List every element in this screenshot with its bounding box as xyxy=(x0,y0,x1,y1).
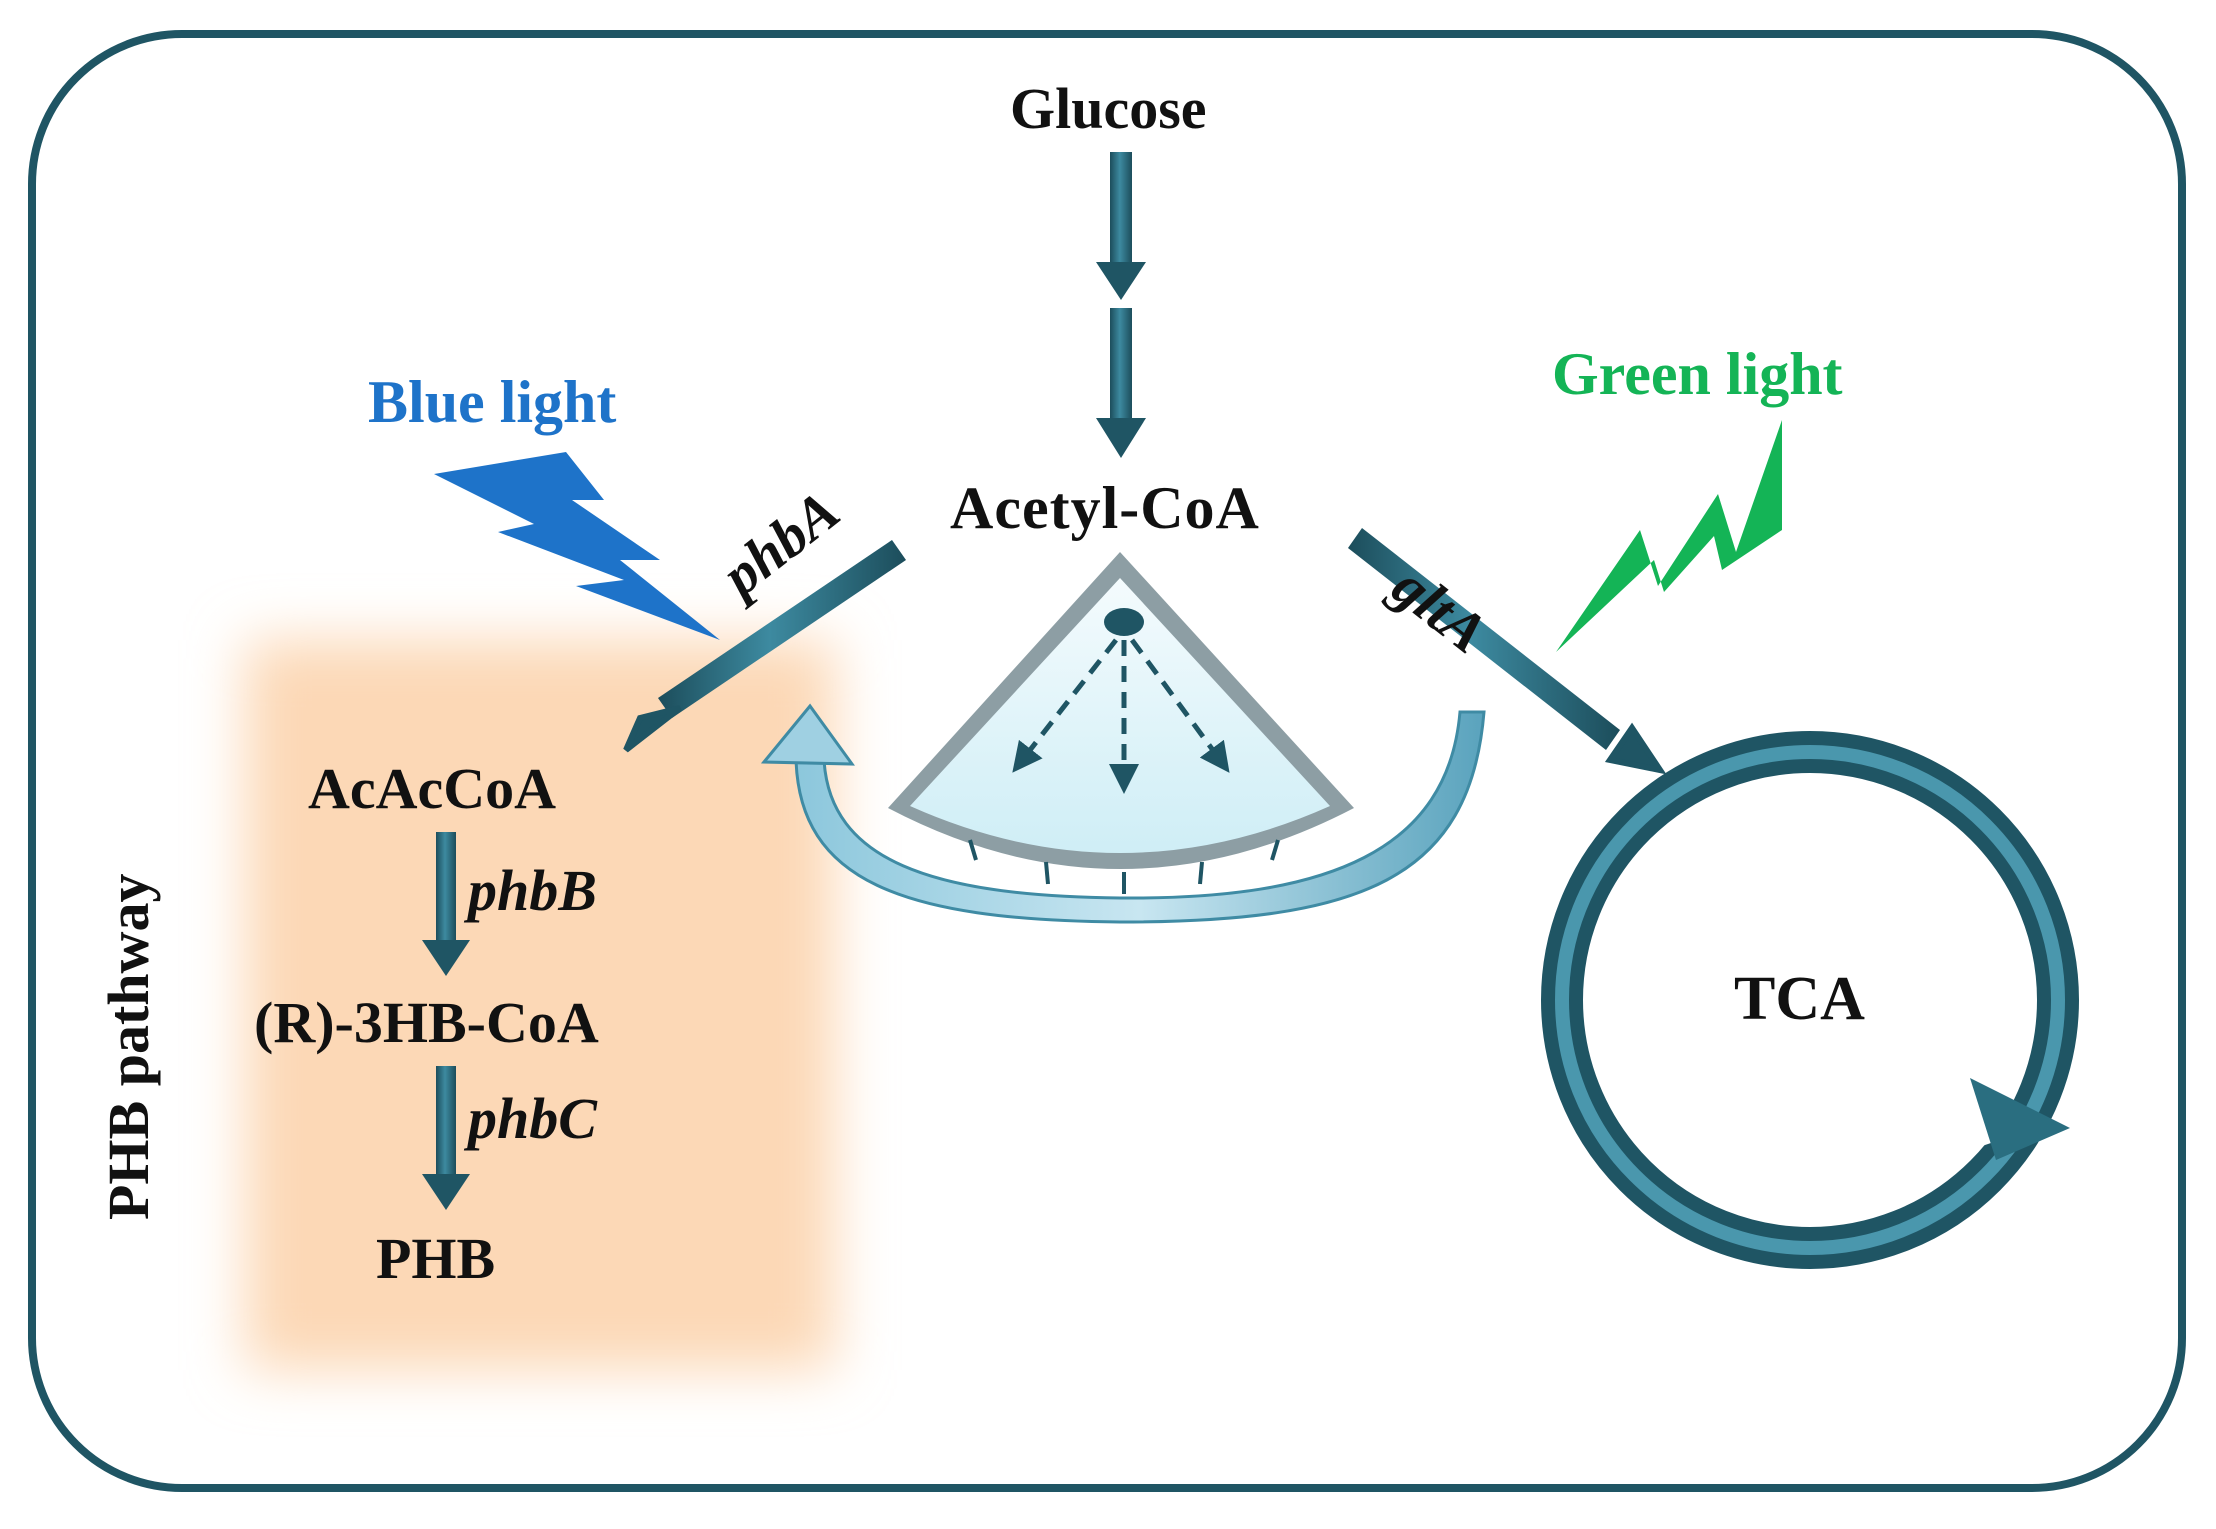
gauge-pivot-icon xyxy=(1104,608,1144,636)
blue-lightning-icon xyxy=(434,452,720,640)
phbc-gene-label: phbC xyxy=(468,1086,597,1151)
tca-label: TCA xyxy=(1734,965,1865,1033)
glta-arrow xyxy=(1348,528,1667,775)
r3hb-coa-label: (R)-3HB-CoA xyxy=(254,990,599,1055)
phba-arrow xyxy=(623,540,906,753)
green-light-label: Green light xyxy=(1552,341,1843,407)
green-lightning-icon xyxy=(1556,420,1782,652)
phb-pathway-zone xyxy=(245,640,835,1370)
glucose-arrow-upper xyxy=(1096,152,1146,300)
acetyl-coa-label: Acetyl-CoA xyxy=(950,475,1260,541)
acaccoa-label: AcAcCoA xyxy=(308,756,557,821)
phb-pathway-label: PHB pathway xyxy=(96,873,161,1220)
glucose-label: Glucose xyxy=(1010,76,1207,141)
tca-cycle-ring xyxy=(1541,731,2079,1269)
blue-light-label: Blue light xyxy=(368,369,617,435)
tca-arrowhead-icon xyxy=(1970,1078,2070,1160)
gauge-meter xyxy=(888,552,1354,894)
glucose-arrow-lower xyxy=(1096,308,1146,458)
curved-feedback-arrow xyxy=(760,703,1486,924)
phbb-arrow xyxy=(422,832,470,976)
phb-label: PHB xyxy=(376,1226,496,1291)
cell-frame xyxy=(28,30,2186,1492)
phbc-arrow xyxy=(422,1066,470,1210)
phbb-gene-label: phbB xyxy=(468,858,597,923)
